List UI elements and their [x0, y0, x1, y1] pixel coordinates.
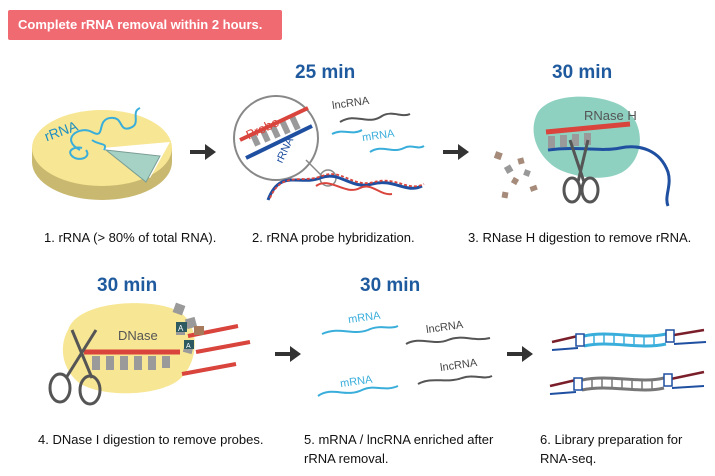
caption-step-2: 2. rRNA probe hybridization.: [252, 230, 415, 245]
step1-pie: rRNA: [32, 107, 172, 200]
caption-step-6a: 6. Library preparation for: [540, 432, 683, 447]
caption-step-4: 4. DNase I digestion to remove probes.: [38, 432, 264, 447]
step5-enriched: mRNA lncRNA mRNA lncRNA: [317, 310, 493, 397]
label-mrna-5a: mRNA: [347, 310, 381, 326]
time-step-3: 30 min: [552, 62, 613, 83]
banner: Complete rRNA removal within 2 hours.: [8, 10, 282, 40]
caption-step-5a: 5. mRNA / lncRNA enriched after: [304, 432, 494, 447]
arrow-3: [275, 346, 301, 362]
arrow-4: [507, 346, 533, 362]
label-rnaseh: RNase H: [584, 108, 637, 123]
step4-dnase: DNase A A: [48, 302, 251, 406]
step2-hybridization: Probe rRNA lncRNA mRNA: [233, 95, 425, 201]
label-mrna-5b: mRNA: [339, 374, 373, 390]
arrow-2: [443, 144, 469, 160]
label-lncrna-5a: lncRNA: [425, 319, 464, 336]
caption-step-3: 3. RNase H digestion to remove rRNA.: [468, 230, 692, 245]
caption-step-1: 1. rRNA (> 80% of total RNA).: [44, 230, 217, 245]
arrow-1: [190, 144, 216, 160]
label-lncrna: lncRNA: [331, 95, 370, 112]
label-dnase: DNase: [118, 328, 158, 343]
label-lncrna-5b: lncRNA: [439, 357, 478, 374]
time-step-5: 30 min: [360, 275, 421, 296]
caption-step-6b: RNA-seq.: [540, 451, 597, 466]
step6-library: [549, 328, 707, 395]
label-a-2: A: [186, 343, 191, 350]
step3-rnaseh: RNase H: [493, 96, 671, 207]
label-mrna: mRNA: [361, 128, 395, 144]
label-a-1: A: [178, 324, 184, 333]
time-step-2: 25 min: [295, 62, 356, 83]
time-step-4: 30 min: [97, 275, 158, 296]
caption-step-5b: rRNA removal.: [304, 451, 389, 466]
